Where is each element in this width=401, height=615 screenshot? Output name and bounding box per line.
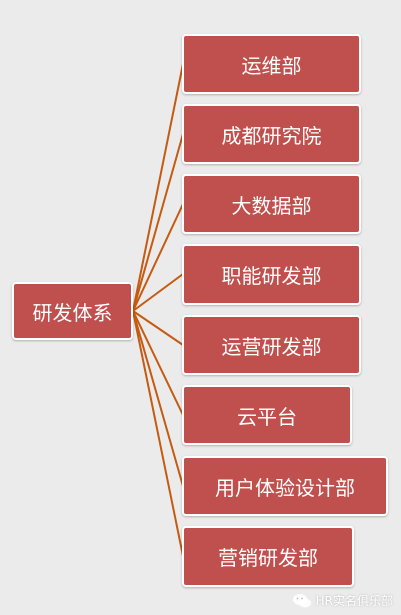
child-node-operations-rd: 运营研发部 <box>182 315 361 375</box>
connector-line <box>132 310 184 346</box>
child-node-label: 营销研发部 <box>218 546 318 570</box>
child-node-big-data: 大数据部 <box>182 174 361 234</box>
child-node-chengdu-institute: 成都研究院 <box>182 104 361 164</box>
child-node-ux-design: 用户体验设计部 <box>182 456 388 516</box>
child-node-label: 运营研发部 <box>221 334 322 359</box>
root-node-label: 研发体系 <box>32 300 113 325</box>
child-node-label: 运维部 <box>241 53 302 78</box>
connector-line <box>132 310 184 487</box>
connector-line <box>132 133 184 312</box>
child-node-ops: 运维部 <box>182 34 361 94</box>
watermark: HR实名俱乐部 <box>292 592 393 609</box>
child-node-marketing-rd: 营销研发部 <box>182 526 354 587</box>
root-node-research-system: 研发体系 <box>12 282 133 340</box>
connector-line <box>132 273 184 312</box>
watermark-text: HR实名俱乐部 <box>315 594 393 608</box>
child-node-label: 成都研究院 <box>221 123 322 148</box>
connector-line <box>132 310 184 557</box>
connector-line <box>132 203 184 312</box>
child-node-cloud-platform: 云平台 <box>182 385 352 445</box>
connector-line <box>132 63 184 312</box>
connector-line <box>132 310 184 416</box>
child-node-functional-rd: 职能研发部 <box>182 244 361 305</box>
wechat-icon <box>292 593 311 607</box>
child-node-label: 大数据部 <box>231 193 312 218</box>
child-node-label: 用户体验设计部 <box>215 475 355 500</box>
child-node-label: 职能研发部 <box>221 264 322 288</box>
child-node-label: 云平台 <box>237 404 297 429</box>
